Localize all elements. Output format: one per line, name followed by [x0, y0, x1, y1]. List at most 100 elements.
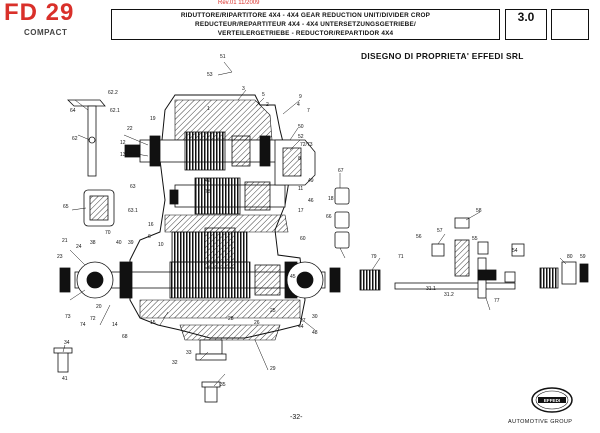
callout-label: 70: [105, 230, 111, 236]
callout-label: 39: [128, 240, 134, 246]
upper-shaft-assembly: [124, 131, 291, 171]
callout-label: 12: [120, 140, 126, 146]
callout-label: 72: [90, 316, 96, 322]
callout-label: 20: [96, 304, 102, 310]
callout-label: 8: [298, 156, 301, 162]
series-name: COMPACT: [24, 28, 68, 37]
callout-label: 13: [120, 152, 126, 158]
title-line-1: RIDUTTORE/RIPARTITORE 4X4 - 4X4 GEAR RED…: [180, 12, 431, 19]
callout-label: 10: [158, 242, 164, 248]
callout-label: 80: [567, 254, 573, 260]
callout-label: 58: [476, 208, 482, 214]
callout-label: 18: [328, 196, 334, 202]
callout-label: 63: [130, 184, 136, 190]
brand-text: EFFEDI: [544, 398, 560, 403]
callout-label: 79: [371, 254, 377, 260]
callout-label: 53: [207, 72, 213, 78]
callout-label: 30: [312, 314, 318, 320]
callout-label: 62.1: [110, 108, 120, 114]
callout-label: 25: [270, 308, 276, 314]
page-code: 3.0: [505, 9, 547, 40]
callout-label: 28: [228, 316, 234, 322]
callout-label: 57: [437, 228, 443, 234]
callout-label: 24: [76, 244, 82, 250]
blank-box: [551, 9, 589, 40]
callout-label: 59: [580, 254, 586, 260]
lower-shaft-assembly: [59, 261, 341, 299]
callout-label: 45: [290, 274, 296, 280]
ownership-note: DISEGNO DI PROPRIETA' EFFEDI SRL: [361, 51, 524, 61]
revision-label: Rev.01 11/2009: [218, 0, 260, 6]
callout-label: 52: [298, 134, 304, 140]
leader-lines: [62, 61, 567, 387]
callout-label: 54: [512, 248, 518, 254]
brand-caption: AUTOMOTIVE GROUP: [508, 419, 573, 425]
callout-label: 42: [205, 178, 211, 184]
callout-label: 68: [122, 334, 128, 340]
callout-label: 34: [64, 340, 70, 346]
callout-label: 38: [90, 240, 96, 246]
callout-label: 1: [207, 106, 210, 112]
callout-label: 31.1: [426, 286, 436, 292]
callout-label: 33: [186, 350, 192, 356]
callout-label: 60: [300, 236, 306, 242]
title-box: RIDUTTORE/RIPARTITORE 4X4 - 4X4 GEAR RED…: [111, 9, 500, 40]
callout-label: 78: [205, 189, 211, 195]
callout-label: 16: [148, 222, 154, 228]
callout-label: 4: [297, 102, 300, 108]
callout-label: 5: [262, 92, 265, 98]
callout-label: 2: [266, 102, 269, 108]
title-line-3: VERTEILERGETRIEBE - REDUCTOR/REPARTIDOR …: [217, 30, 394, 37]
gearbox-housing: [129, 94, 306, 341]
callout-label: 31.2: [444, 292, 454, 298]
callout-label: 72/73: [300, 142, 313, 148]
callout-label: 17: [298, 208, 304, 214]
callout-label: 65: [63, 204, 69, 210]
callout-label: 51: [220, 54, 226, 60]
callout-label: 62: [72, 136, 78, 142]
model-name: FD 29: [4, 0, 75, 26]
title-line-2: REDUCTEUR/REPARTITEUR 4X4 - 4X4 UNTERSET…: [195, 21, 416, 28]
bottom-hardware: [53, 339, 227, 403]
callout-label: 44: [298, 324, 304, 330]
callout-label: 9: [299, 94, 302, 100]
callout-label: 55: [472, 236, 478, 242]
callout-label: 21: [62, 238, 68, 244]
callout-label: 73: [65, 314, 71, 320]
callout-label: 19: [150, 116, 156, 122]
callout-label: 66: [326, 214, 332, 220]
callout-label: 6: [148, 234, 151, 240]
callout-label: 7: [307, 108, 310, 114]
callout-label: 3: [242, 86, 245, 92]
callout-label: 67: [338, 168, 344, 174]
callout-labels: 51 53 1 3 5 9 2 4 7 62.2 64 62.1 62 22 1…: [57, 54, 586, 388]
callout-label: 56: [416, 234, 422, 240]
callout-label: 26: [254, 320, 260, 326]
callout-label: 50: [298, 124, 304, 130]
callout-label: 11: [298, 186, 303, 192]
callout-label: 63.1: [128, 208, 138, 214]
fd29-logo: FD 29 COMPACT: [4, 0, 104, 41]
right-shaft-assembly: [359, 217, 589, 299]
callout-label: 27: [300, 318, 306, 324]
callout-label: 64: [70, 108, 76, 114]
effedi-logo: EFFEDI: [531, 387, 573, 413]
callout-label: 29: [270, 366, 276, 372]
right-cover: [274, 139, 316, 186]
callout-label: 40: [116, 240, 122, 246]
callout-label: 74: [80, 322, 86, 328]
middle-gear-assembly: [169, 177, 286, 269]
callout-label: 62.2: [108, 90, 118, 96]
callout-label: 41: [62, 376, 68, 382]
callout-label: 46: [308, 198, 314, 204]
callout-label: 22: [127, 126, 133, 132]
callout-label: 48: [312, 330, 318, 336]
callout-label: 15: [150, 320, 156, 326]
callout-label: 35: [220, 382, 226, 388]
callout-label: 49: [308, 178, 314, 184]
page-number: -32-: [290, 414, 303, 421]
callout-label: 23: [57, 254, 63, 260]
callout-label: 14: [112, 322, 118, 328]
callout-label: 71: [398, 254, 404, 260]
